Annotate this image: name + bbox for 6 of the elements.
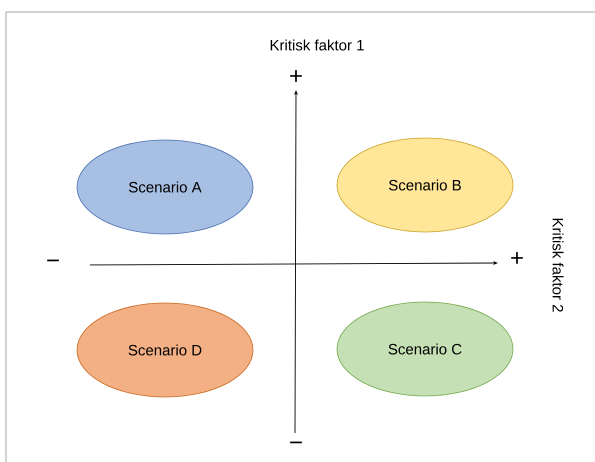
plus-sign: +: [290, 70, 302, 82]
plus-sign: +: [511, 252, 523, 264]
minus-sign: −: [47, 260, 59, 262]
minus-sign: −: [290, 442, 302, 444]
axis-title: Kritisk faktor 2: [552, 218, 564, 312]
axis-title: Kritisk faktor 1: [270, 39, 364, 50]
